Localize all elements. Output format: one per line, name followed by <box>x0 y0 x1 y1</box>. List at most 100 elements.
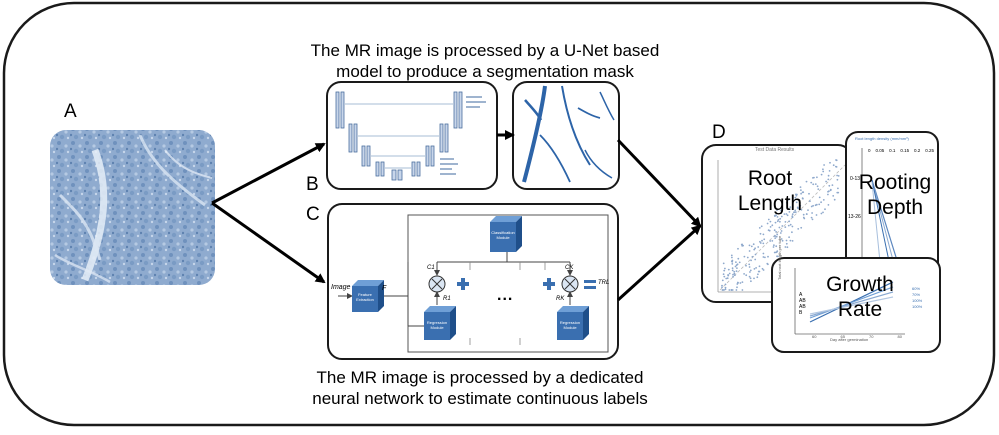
scatter-dot <box>792 199 795 202</box>
scatter-dot <box>812 204 814 207</box>
scatter-dot <box>809 200 811 203</box>
scatter-dot <box>771 224 774 227</box>
scatter-dot <box>817 188 820 191</box>
scatter-dot <box>750 245 753 248</box>
scatter-dot <box>771 240 774 242</box>
scatter-dot <box>797 228 800 230</box>
scatter-dot <box>795 193 797 196</box>
scatter-dot <box>738 261 741 264</box>
scatter-dot <box>820 201 822 204</box>
scatter-dot <box>791 216 794 219</box>
scatter-dot <box>733 270 736 273</box>
scatter-dot <box>836 178 839 181</box>
growth-legend-item: 100% <box>912 304 923 309</box>
classification-cube <box>490 216 522 252</box>
scatter-dot <box>807 209 809 212</box>
scatter-dot <box>822 211 824 214</box>
growth-rate-label: Growth Rate <box>815 272 905 322</box>
scatter-dot <box>724 267 726 270</box>
scatter-dot <box>816 185 819 188</box>
scatter-dot <box>783 213 786 216</box>
scatter-dot <box>784 226 787 229</box>
density-tick: 0.25 <box>925 148 934 153</box>
scatter-dot <box>775 231 777 233</box>
scatter-dot <box>791 240 794 242</box>
multiply-node-k <box>561 275 579 293</box>
scatter-dot <box>773 235 776 238</box>
scatter-dot <box>730 260 733 263</box>
panel-letter-d: D <box>712 122 726 143</box>
scatter-dot <box>822 199 825 201</box>
growth-letters: A AB AB B <box>799 292 806 316</box>
classification-module-label: Classification Module <box>491 230 515 240</box>
growth-xticks: 60 65 70 80 <box>812 334 902 339</box>
bottom-caption-line-1: The MR image is processed by a dedicated <box>316 368 644 387</box>
scatter-dot <box>779 232 782 234</box>
scatter-dot <box>748 244 751 247</box>
bottom-caption-line-2: neural network to estimate continuous la… <box>312 389 648 408</box>
scatter-dot <box>732 275 734 278</box>
scatter-dot <box>793 211 795 214</box>
panel-letter-b: B <box>306 174 319 195</box>
scatter-dot <box>791 225 794 228</box>
growth-legend-item: 100% <box>912 298 923 303</box>
scatter-dot <box>791 231 793 234</box>
scatter-dot <box>785 201 788 204</box>
top-caption: The MR image is processed by a U-Net bas… <box>290 40 680 82</box>
arrow-mask-to-d <box>616 138 702 228</box>
scatter-dot <box>741 281 744 283</box>
mr-image <box>50 130 215 285</box>
scatter-dot <box>723 289 725 291</box>
scatter-dot <box>835 159 837 161</box>
growth-rate-line-2: Rate <box>837 298 883 321</box>
output-label: TRL <box>598 280 610 286</box>
plus-sign-1 <box>457 278 469 290</box>
scatter-dot <box>761 267 764 270</box>
scatter-dot <box>773 229 776 232</box>
scatter-dot <box>774 237 777 240</box>
scatter-dot <box>748 275 751 278</box>
scatter-dot <box>730 254 733 257</box>
scatter-dot <box>777 255 779 258</box>
scatter-dot <box>811 218 814 221</box>
scatter-dot <box>767 255 769 258</box>
scatter-dot <box>776 233 779 236</box>
scatter-dot <box>750 259 752 262</box>
rooting-depth-line-1: Rooting <box>858 171 932 194</box>
growth-letter: AB <box>799 298 806 304</box>
depth-chart <box>845 131 939 283</box>
scatter-dot <box>753 268 756 270</box>
scatter-dot <box>741 289 744 291</box>
scatter-dot <box>832 164 835 167</box>
scatter-dot <box>831 184 834 187</box>
scatter-dot <box>780 230 783 232</box>
scatter-dot <box>753 248 756 251</box>
density-ticks: 0 0.05 0.1 0.15 0.2 0.25 <box>868 148 934 153</box>
scatter-dot <box>722 273 725 276</box>
scatter-dot <box>795 201 798 204</box>
density-tick: 0 <box>868 148 871 153</box>
scatter-dot <box>823 164 825 166</box>
scatter-dot <box>735 270 738 272</box>
scatter-dot <box>788 211 791 213</box>
scatter-dot <box>824 208 826 211</box>
scatter-dot <box>734 265 737 268</box>
scatter-dot <box>736 286 738 289</box>
scatter-dot <box>785 242 788 245</box>
rooting-depth-line-2: Depth <box>866 196 924 219</box>
scatter-dot <box>810 205 813 208</box>
scatter-dot <box>762 252 765 255</box>
regression-module-k-label: Regression Module <box>559 320 581 330</box>
scatter-dot <box>835 165 837 168</box>
scatter-dot <box>814 204 817 207</box>
scatter-dot <box>724 286 727 289</box>
c1-label: C1 <box>427 265 435 271</box>
scatter-dot <box>827 193 829 196</box>
scatter-dot <box>769 226 772 228</box>
scatter-dot <box>794 196 797 199</box>
scatter-dot <box>774 221 777 224</box>
growth-xtick: 60 <box>812 334 817 339</box>
scatter-dot <box>759 240 761 243</box>
scatter-dot <box>727 274 729 276</box>
